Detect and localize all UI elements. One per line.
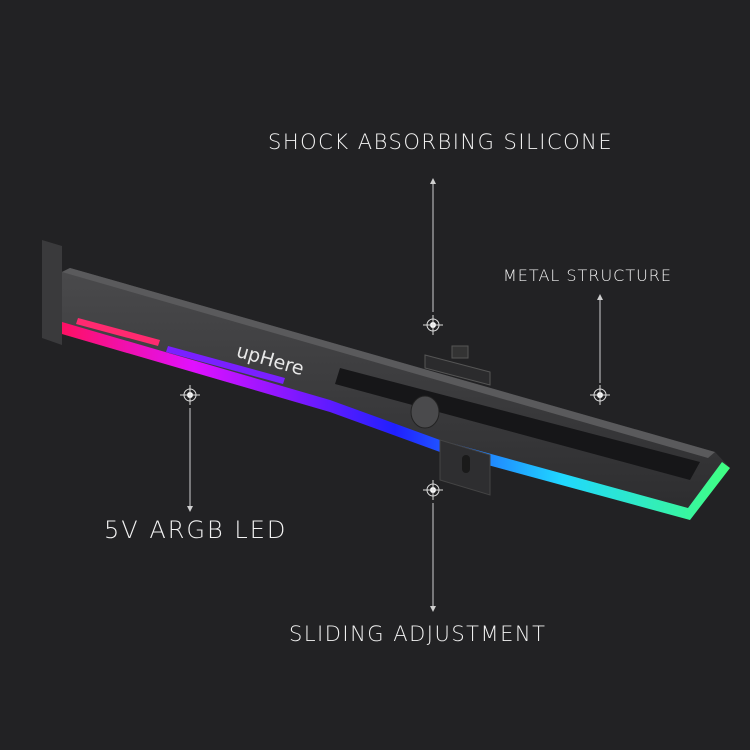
argb-led-strip xyxy=(62,322,730,520)
bar-top-edge xyxy=(62,268,715,458)
callout-metal-structure: METAL STRUCTURE xyxy=(503,266,673,285)
crosshair-icon xyxy=(423,480,443,500)
thumb-screw xyxy=(410,395,440,429)
crosshair-icon xyxy=(590,385,610,405)
arrow-up-icon xyxy=(597,294,603,300)
clamp-knob xyxy=(451,345,469,359)
silicone-clamp xyxy=(424,354,491,386)
pci-bracket-plate xyxy=(42,240,62,345)
arrow-up-icon xyxy=(430,178,436,184)
arrow-down-icon xyxy=(430,606,436,612)
callout-shock-absorbing-silicone: SHOCK ABSORBING SILICONE xyxy=(268,130,614,154)
arrow-icons xyxy=(187,178,603,612)
target-markers xyxy=(180,315,610,500)
slider-slot xyxy=(462,455,470,473)
led-accent-2 xyxy=(166,346,285,384)
callout-lines xyxy=(189,180,601,610)
crosshair-icon xyxy=(423,315,443,335)
crosshair-icon xyxy=(180,385,200,405)
callout-argb-led: 5V ARGB LED xyxy=(104,516,288,544)
led-accent-1 xyxy=(76,318,160,346)
arrow-down-icon xyxy=(187,506,193,512)
callout-sliding-adjustment: SLIDING ADJUSTMENT xyxy=(289,622,547,646)
